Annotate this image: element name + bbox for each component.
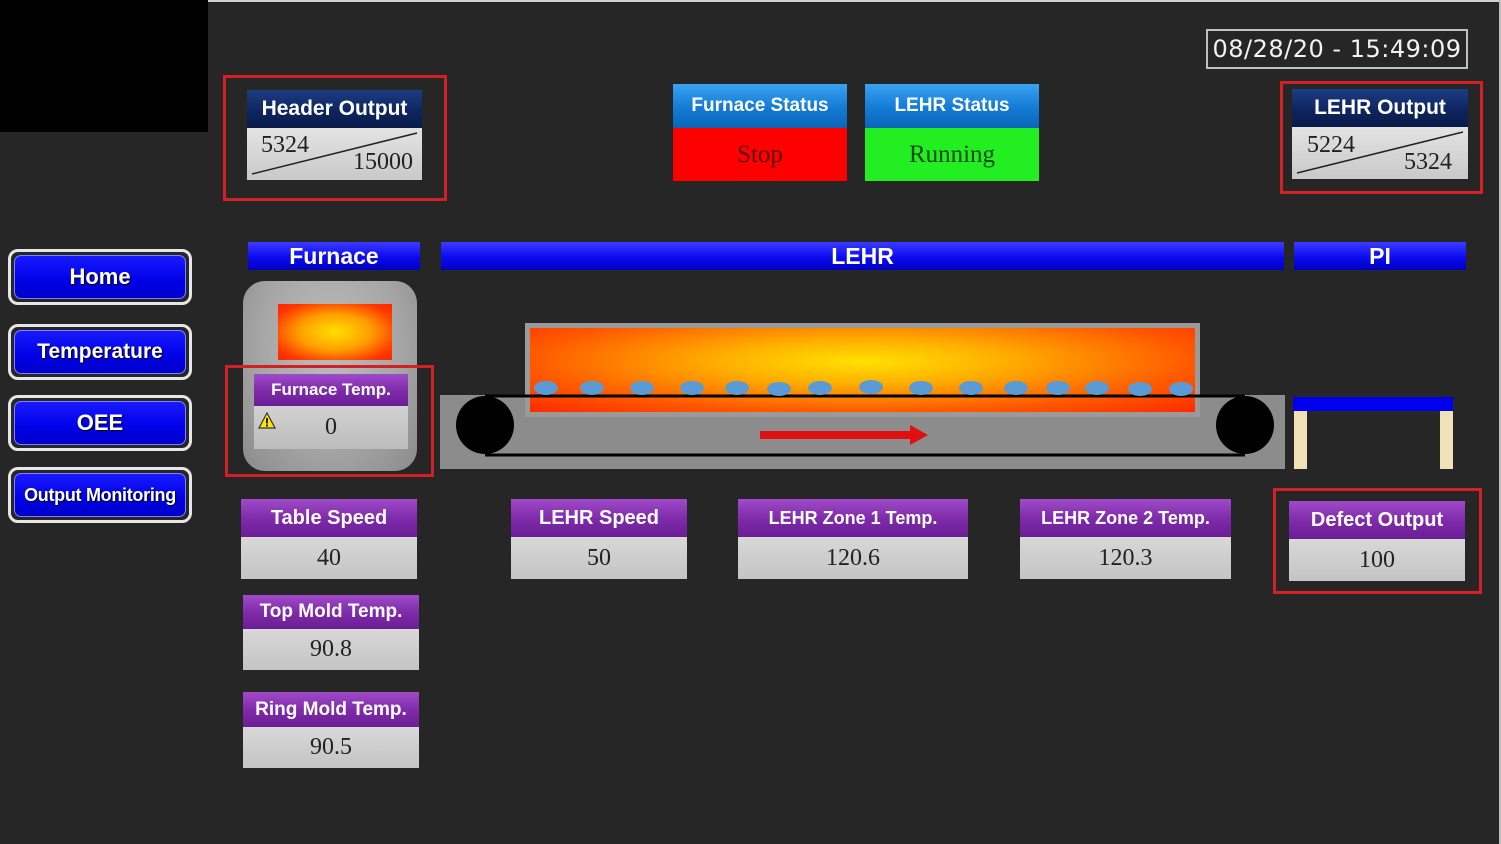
- furnace-temp-box: Furnace Temp. 0: [254, 374, 408, 449]
- lehr-status-title: LEHR Status: [865, 84, 1039, 128]
- direction-arrow-icon: [760, 425, 928, 445]
- lehr-output-title: LEHR Output: [1292, 89, 1468, 127]
- defect-output-highlight: [1273, 488, 1482, 594]
- lehr-status-value: Running: [865, 128, 1039, 181]
- pi-station-leg-left: [1294, 411, 1307, 469]
- product-item: [534, 381, 558, 395]
- product-item: [1046, 381, 1070, 395]
- pi-station-top: [1293, 397, 1453, 411]
- nav-temperature-button[interactable]: Temperature: [8, 324, 192, 380]
- lehr-zone2-temp-tag: LEHR Zone 2 Temp. 120.3: [1020, 499, 1231, 579]
- product-item: [680, 381, 704, 395]
- right-edge: [1499, 0, 1501, 844]
- product-item: [1004, 381, 1028, 395]
- nav-output-monitoring-button[interactable]: Output Monitoring: [8, 467, 192, 523]
- ring-mold-temp-value: 90.5: [243, 727, 419, 768]
- warning-icon: [258, 412, 276, 429]
- lehr-zone2-temp-value: 120.3: [1020, 537, 1231, 579]
- furnace-status-value: Stop: [673, 128, 847, 181]
- nav-temperature-label: Temperature: [14, 330, 186, 374]
- header-output-target: 15000: [353, 149, 413, 175]
- ring-mold-temp-label: Ring Mold Temp.: [243, 692, 419, 727]
- product-item: [1085, 381, 1109, 395]
- product-item: [909, 381, 933, 395]
- lehr-speed-label: LEHR Speed: [511, 499, 687, 537]
- section-furnace: Furnace: [248, 242, 420, 270]
- header-output-box: Header Output 5324 15000: [247, 90, 422, 180]
- product-item: [959, 381, 983, 395]
- product-item: [808, 381, 832, 395]
- lehr-zone1-temp-value: 120.6: [738, 537, 968, 579]
- conveyor-graphic: [456, 380, 1274, 457]
- fraction-divider: [1296, 131, 1464, 174]
- table-speed-tag: Table Speed 40: [241, 499, 417, 579]
- nav-home-label: Home: [14, 255, 186, 299]
- pi-station-leg-right: [1440, 411, 1453, 469]
- lehr-status-box: LEHR Status Running: [865, 84, 1039, 181]
- lehr-tunnel: [525, 323, 1200, 417]
- roller-left: [456, 396, 514, 454]
- product-item: [767, 382, 791, 396]
- furnace-flame: [278, 304, 392, 360]
- top-mold-temp-label: Top Mold Temp.: [243, 595, 419, 629]
- header-output-actual: 5324: [261, 132, 309, 158]
- furnace-status-title: Furnace Status: [673, 84, 847, 128]
- header-output-values: 5324 15000: [247, 128, 422, 180]
- table-speed-label: Table Speed: [241, 499, 417, 537]
- fraction-divider: [251, 132, 418, 175]
- lehr-heat-zone: [530, 328, 1195, 412]
- lehr-zone2-temp-label: LEHR Zone 2 Temp.: [1020, 499, 1231, 537]
- product-item: [859, 380, 883, 394]
- lehr-speed-tag: LEHR Speed 50: [511, 499, 687, 579]
- defect-output-label: Defect Output: [1289, 501, 1465, 539]
- corner-fill: [0, 0, 208, 132]
- furnace-status-box: Furnace Status Stop: [673, 84, 847, 181]
- nav-oee-label: OEE: [14, 401, 186, 445]
- defect-output-value: 100: [1289, 539, 1465, 581]
- top-mold-temp-value: 90.8: [243, 629, 419, 670]
- section-pi: PI: [1294, 242, 1466, 270]
- lehr-speed-value: 50: [511, 537, 687, 579]
- header-output-title: Header Output: [247, 90, 422, 128]
- furnace-temp-value: 0: [254, 406, 408, 449]
- lehr-output-highlight: [1280, 81, 1483, 194]
- lehr-zone1-temp-label: LEHR Zone 1 Temp.: [738, 499, 968, 537]
- ring-mold-temp-tag: Ring Mold Temp. 90.5: [243, 692, 419, 768]
- top-mold-temp-tag: Top Mold Temp. 90.8: [243, 595, 419, 670]
- product-item: [1169, 382, 1193, 396]
- roller-right: [1216, 396, 1274, 454]
- lehr-output-box: LEHR Output 5224 5324: [1292, 89, 1468, 179]
- furnace-temp-label: Furnace Temp.: [254, 374, 408, 406]
- product-item: [580, 381, 604, 395]
- lehr-output-target: 5324: [1404, 149, 1452, 175]
- product-items: [534, 380, 1193, 396]
- top-edge: [208, 0, 1501, 2]
- table-speed-value: 40: [241, 537, 417, 579]
- product-item: [1128, 382, 1152, 396]
- lehr-output-actual: 5224: [1307, 132, 1355, 158]
- nav-oee-button[interactable]: OEE: [8, 395, 192, 451]
- product-item: [630, 381, 654, 395]
- furnace-temp-highlight: [225, 365, 434, 477]
- datetime-display: 08/28/20 - 15:49:09: [1206, 29, 1468, 69]
- lehr-output-values: 5224 5324: [1292, 127, 1468, 179]
- product-item: [725, 381, 749, 395]
- defect-output-tag: Defect Output 100: [1289, 501, 1465, 581]
- nav-home-button[interactable]: Home: [8, 249, 192, 305]
- header-output-highlight: [223, 75, 447, 201]
- nav-output-monitoring-label: Output Monitoring: [14, 473, 186, 517]
- lehr-zone1-temp-tag: LEHR Zone 1 Temp. 120.6: [738, 499, 968, 579]
- section-lehr: LEHR: [441, 242, 1284, 270]
